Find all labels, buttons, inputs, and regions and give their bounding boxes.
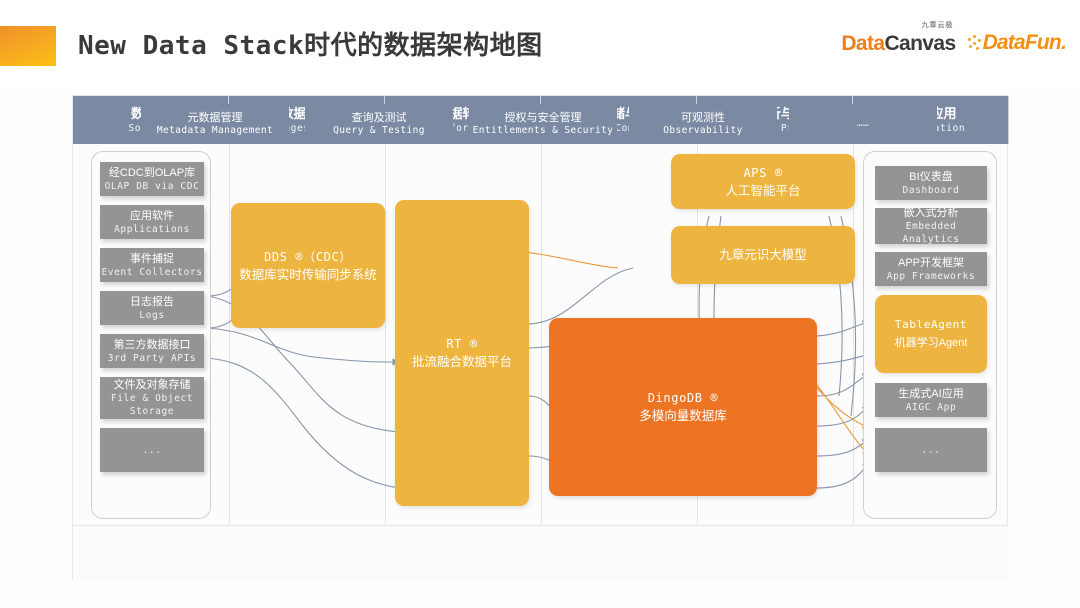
column-divider (385, 144, 386, 524)
node-dds[interactable]: DDS ®（CDC） 数据库实时传输同步系统 (231, 203, 385, 328)
datafun-logo-text: DataFun. (982, 31, 1067, 54)
source-item-3rd-party-apis[interactable]: 第三方数据接口 3rd Party APIs (100, 334, 204, 368)
datafun-logo: DataFun. (967, 31, 1067, 55)
source-item-applications[interactable]: 应用软件 Applications (100, 205, 204, 239)
source-item-event-collectors[interactable]: 事件捕捉 Event Collectors (100, 248, 204, 282)
app-item-bi-dashboard[interactable]: BI仪表盘 Dashboard (875, 166, 987, 200)
app-item-app-frameworks[interactable]: APP开发框架 App Frameworks (875, 252, 987, 286)
datafun-dots-icon (967, 35, 981, 51)
datacanvas-logo-part2: Canvas (884, 31, 956, 55)
footer-chip-more[interactable]: …… (789, 104, 937, 144)
node-dingodb[interactable]: DingoDB ® 多模向量数据库 (549, 318, 817, 496)
node-jiuzhang-llm[interactable]: 九章元识大模型 (671, 226, 855, 284)
column-divider (229, 144, 230, 524)
source-item-file-object-storage[interactable]: 文件及对象存储 File & Object Storage (100, 377, 204, 419)
slide-header: New Data Stack时代的数据架构地图 九章云极 Data Canvas… (0, 0, 1080, 88)
column-header-en: Transformation (418, 122, 507, 134)
node-rt[interactable]: RT ® 批流融合数据平台 (395, 200, 529, 506)
source-item-logs[interactable]: 日志报告 Logs (100, 291, 204, 325)
datacanvas-logo-cn: 九章云极 (921, 21, 954, 29)
app-item-more[interactable]: ... (875, 428, 987, 472)
footer-chip-metadata[interactable]: 元数据管理 Metadata Management (141, 104, 289, 144)
header-accent-block (0, 26, 56, 66)
logo-group: 九章云极 Data Canvas DataFun. (841, 22, 1066, 64)
app-item-aigc[interactable]: 生成式AI应用 AIGC App (875, 383, 987, 417)
node-aps[interactable]: APS ® 人工智能平台 (671, 154, 855, 209)
datacanvas-logo-part1: Data (841, 31, 885, 55)
source-item-more[interactable]: ... (100, 428, 204, 472)
source-item-olap-db[interactable]: 经CDC到OLAP库 OLAP DB via CDC (100, 162, 204, 196)
footer-chip-entitlements-security[interactable]: 授权与安全管理 Entitlements & Security (469, 104, 617, 144)
page-title: New Data Stack时代的数据架构地图 (78, 31, 543, 61)
application-group: BI仪表盘 Dashboard 嵌入式分析 Embedded Analytics… (863, 151, 997, 519)
footer-chip-query-testing[interactable]: 查询及测试 Query & Testing (305, 104, 453, 144)
footer-band (73, 525, 1009, 581)
app-item-embedded-analytics[interactable]: 嵌入式分析 Embedded Analytics (875, 208, 987, 244)
footer-chip-observability[interactable]: 可观测性 Observability (629, 104, 777, 144)
architecture-diagram: 数据源 Sources 数据摄取 Ingestion 数据转化 Transfor… (72, 95, 1009, 581)
column-divider (541, 144, 542, 524)
sources-group: 经CDC到OLAP库 OLAP DB via CDC 应用软件 Applicat… (91, 151, 211, 519)
app-item-tableagent[interactable]: TableAgent 机器学习Agent (875, 295, 987, 373)
column-header-en: Storage&Computing (564, 122, 673, 134)
datacanvas-logo: 九章云极 Data Canvas (841, 22, 956, 55)
